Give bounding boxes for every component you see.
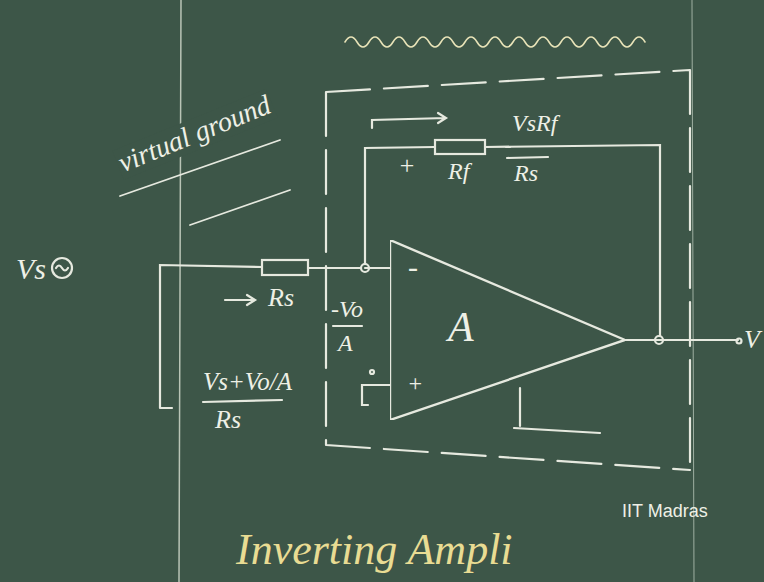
underline	[190, 190, 290, 225]
source-symbol	[52, 258, 72, 278]
signal-name: Vs	[16, 252, 46, 285]
dashed-box	[326, 70, 690, 470]
expression-text: Rs	[215, 406, 241, 435]
wire	[625, 339, 738, 341]
expression-text: Vs+Vo/A	[203, 368, 292, 396]
expression-text: VsRf	[512, 110, 557, 136]
source-symbol	[56, 266, 68, 271]
opamp-triangle: A	[390, 240, 625, 420]
note-text: virtual ground	[112, 89, 277, 180]
wire	[362, 385, 390, 405]
current-arrow	[372, 113, 446, 128]
wire	[365, 267, 390, 269]
fraction-bar	[333, 325, 362, 327]
wire	[365, 145, 660, 336]
wire	[160, 265, 361, 408]
polarity-mark	[506, 146, 510, 148]
terminal	[737, 339, 742, 344]
resistor-symbol	[262, 260, 308, 275]
signal-name: V	[744, 326, 760, 355]
pin-sign: +	[407, 370, 423, 396]
current-arrow	[225, 295, 255, 305]
opamp-outline	[390, 240, 625, 420]
scribble	[345, 37, 645, 47]
component-name: Rs	[268, 284, 294, 313]
watermark: IIT Madras	[622, 502, 708, 522]
expression-text: Rs	[514, 160, 538, 186]
dot	[370, 370, 374, 374]
heading-text: Inverting Ampli	[236, 526, 513, 574]
expression-text: -Vo	[331, 296, 363, 322]
gain-label: A	[448, 304, 474, 350]
ground-line	[514, 388, 600, 433]
polarity-mark: +	[398, 152, 416, 181]
board-edge	[692, 0, 694, 582]
pin-sign: -	[408, 250, 418, 283]
component-name: Rf	[448, 158, 469, 184]
resistor-symbol	[435, 140, 485, 154]
expression-text: A	[338, 330, 353, 356]
fraction-bar	[203, 400, 282, 402]
board-edge	[179, 0, 181, 582]
fraction-bar	[507, 157, 548, 158]
